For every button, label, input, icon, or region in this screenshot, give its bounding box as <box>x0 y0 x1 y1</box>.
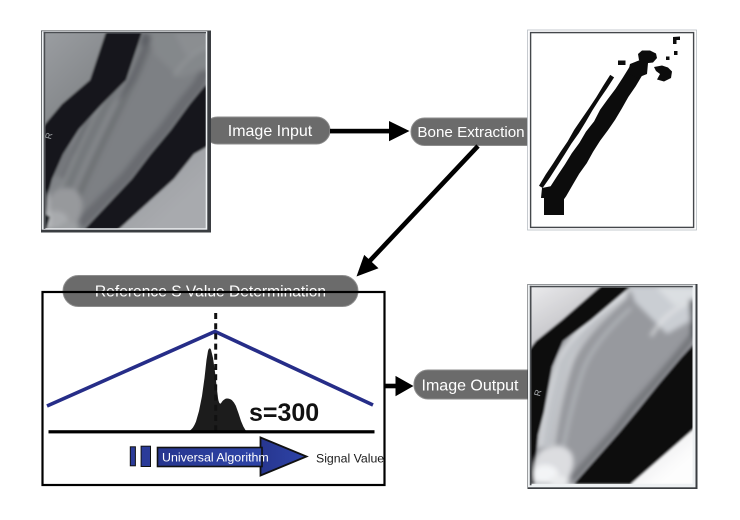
svg-text:R: R <box>532 388 543 397</box>
svg-text:Image Input: Image Input <box>228 123 313 140</box>
svg-text:s=300: s=300 <box>249 399 319 427</box>
svg-text:Bone Extraction: Bone Extraction <box>417 124 524 141</box>
svg-text:Signal Value: Signal Value <box>316 452 384 466</box>
svg-text:Image Output: Image Output <box>422 378 520 395</box>
svg-text:R: R <box>43 131 54 140</box>
svg-text:Universal Algorithm: Universal Algorithm <box>162 451 269 465</box>
